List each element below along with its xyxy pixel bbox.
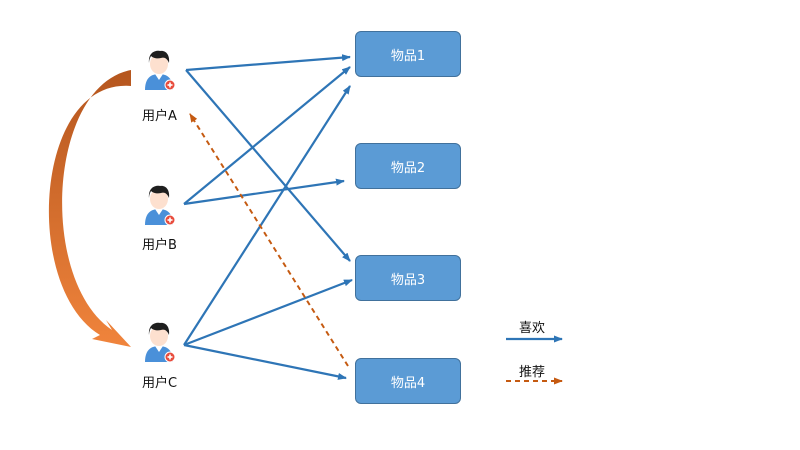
user-label: 用户A <box>142 109 177 124</box>
like-edge-userC-item3 <box>183 278 353 347</box>
like-edge-userB-item1 <box>183 66 351 205</box>
item-label: 物品3 <box>390 272 426 288</box>
item-label: 物品1 <box>390 48 426 64</box>
user-label: 用户C <box>142 376 178 391</box>
like-edge-userA-item3 <box>185 69 351 262</box>
recommend-edge-item4-userA <box>189 113 349 367</box>
item-label: 物品4 <box>390 375 426 391</box>
like-edge-userB-item2 <box>183 178 345 206</box>
item-node: 物品1 <box>355 31 461 77</box>
legend-recommend-label: 推荐 <box>519 365 546 380</box>
like-edge-userC-item4 <box>183 343 347 380</box>
legend-like-label: 喜欢 <box>519 321 546 336</box>
item-node: 物品3 <box>355 255 461 301</box>
similarity-arrow <box>48 70 132 347</box>
user-avatar-icon <box>139 181 179 227</box>
like-edge-userA-item1 <box>185 54 351 72</box>
user-label: 用户B <box>142 238 177 253</box>
user-avatar-icon <box>139 46 179 92</box>
item-label: 物品2 <box>390 160 426 176</box>
user-avatar-icon <box>139 318 179 364</box>
item-node: 物品2 <box>355 143 461 189</box>
like-edge-userC-item1 <box>183 85 351 346</box>
item-node: 物品4 <box>355 358 461 404</box>
